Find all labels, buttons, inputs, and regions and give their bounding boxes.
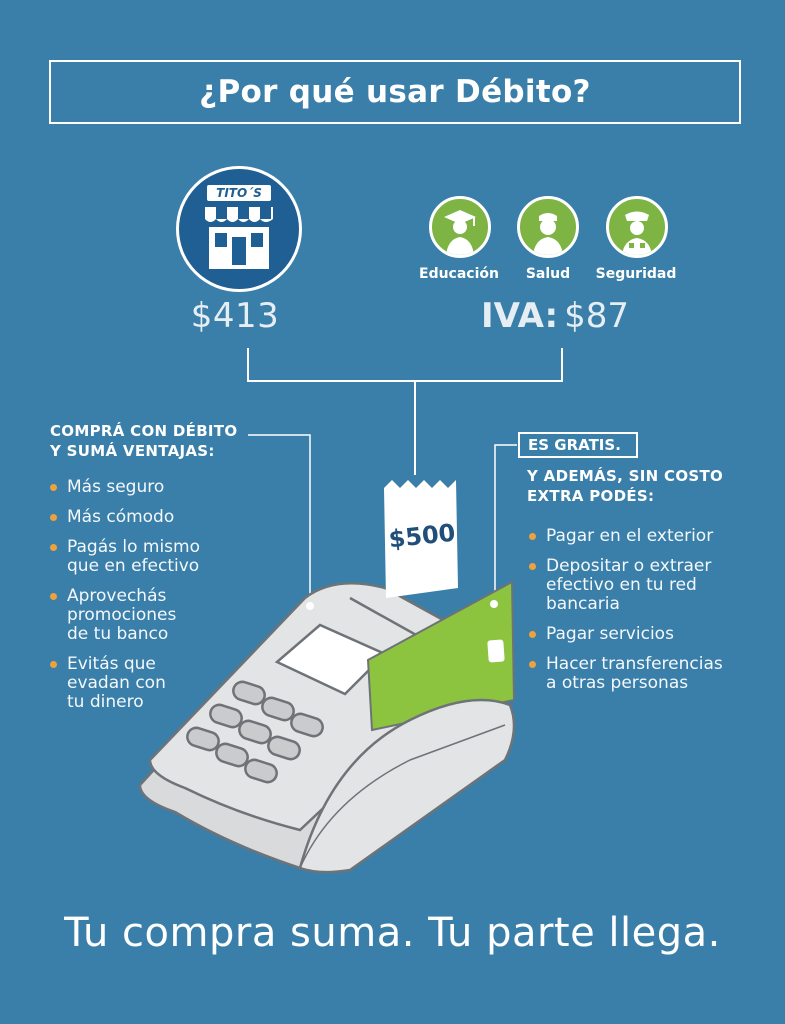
bullet-dot xyxy=(50,514,57,521)
page-title: ¿Por qué usar Débito? xyxy=(199,74,591,110)
category-label-health: Salud xyxy=(525,266,571,282)
free-badge: ES GRATIS. xyxy=(518,432,638,458)
category-label-education: Educación xyxy=(419,266,499,282)
footer-tagline: Tu compra suma. Tu parte llega. xyxy=(64,910,721,956)
title-box: ¿Por qué usar Débito? xyxy=(49,60,741,124)
right-panel-heading: Y ADEMÁS, SIN COSTO EXTRA PODÉS: xyxy=(527,467,724,505)
left-panel-heading: COMPRÁ CON DÉBITO Y SUMÁ VENTAJAS: xyxy=(50,422,238,460)
store-price: $413 xyxy=(190,296,280,336)
bullet-dot xyxy=(529,533,536,540)
store-icon: TITO´S xyxy=(176,166,302,292)
bullet-dot xyxy=(50,661,57,668)
list-item: Más seguro xyxy=(50,478,250,497)
category-label-security: Seguridad xyxy=(595,266,677,282)
list-item: Más cómodo xyxy=(50,508,250,527)
tax-label: IVA: xyxy=(480,296,559,336)
nurse-icon xyxy=(517,196,579,258)
bullet-dot xyxy=(529,563,536,570)
graduate-icon xyxy=(429,196,491,258)
bullet-dot xyxy=(50,593,57,600)
bullet-dot xyxy=(529,661,536,668)
tax-value: $87 xyxy=(564,296,630,336)
store-sign: TITO´S xyxy=(207,185,271,201)
list-item: Pagar servicios xyxy=(529,625,769,644)
bullet-dot xyxy=(50,484,57,491)
police-icon xyxy=(606,196,668,258)
bullet-dot xyxy=(50,544,57,551)
right-benefits-list: Pagar en el exterior Depositar o extraer… xyxy=(529,527,769,704)
list-item: Pagar en el exterior xyxy=(529,527,769,546)
bullet-dot xyxy=(529,631,536,638)
tax-amount: IVA:$87 xyxy=(430,296,680,336)
